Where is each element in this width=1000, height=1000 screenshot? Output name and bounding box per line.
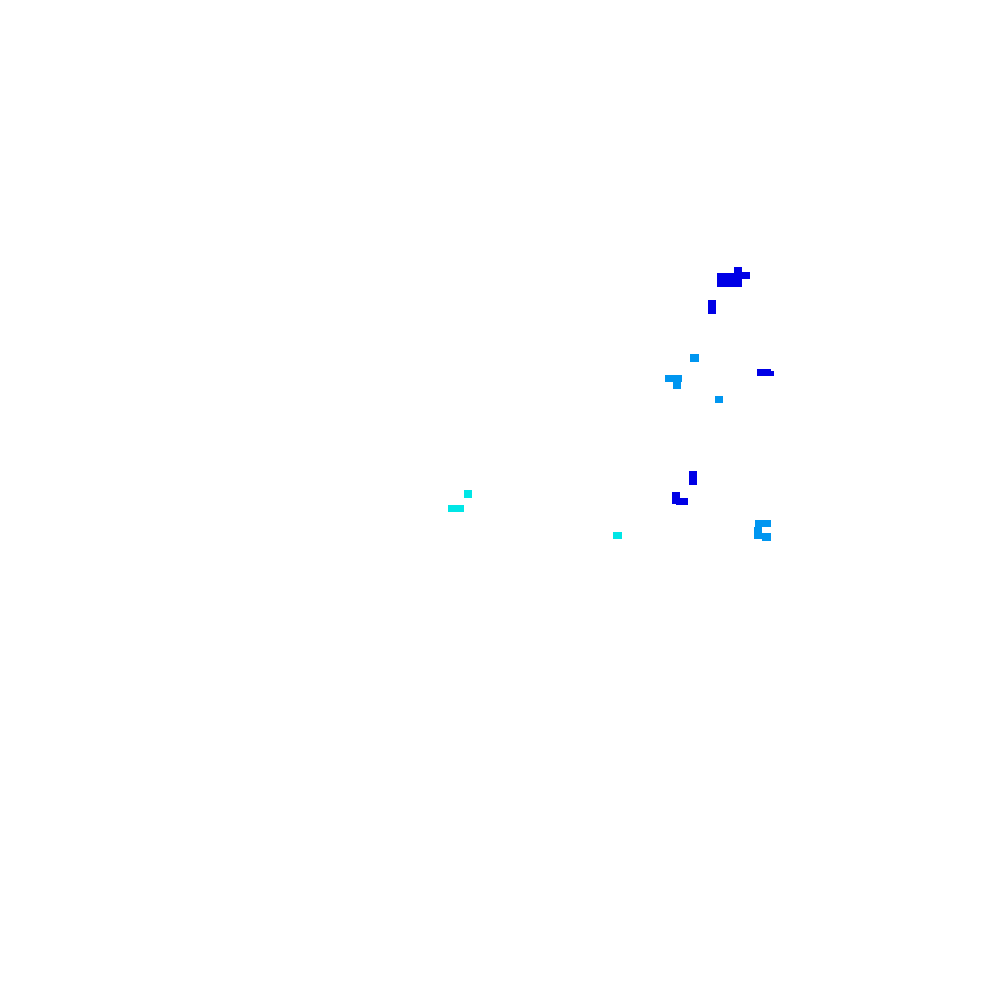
cluster-bar-upper — [708, 300, 716, 314]
blob-light-mid-pixel-1 — [673, 380, 681, 389]
cluster-blob-lower — [672, 492, 688, 505]
blob-light-bottom-pixel-2 — [762, 533, 771, 541]
dash-right-pixel-1 — [768, 371, 774, 376]
dot-light-2-pixel-0 — [715, 396, 723, 403]
blob-lower-pixel-1 — [676, 498, 688, 505]
cluster-bar-lower — [689, 471, 697, 485]
blob-top-pixel-2 — [740, 272, 750, 279]
cluster-dash-right — [757, 369, 774, 376]
cluster-dot-light-1 — [690, 354, 699, 362]
cluster-dash-cyan — [448, 505, 464, 512]
dot-cyan-2-pixel-0 — [613, 532, 622, 539]
blob-light-mid-pixel-0 — [665, 375, 682, 382]
dot-light-1-pixel-0 — [690, 354, 699, 362]
cluster-blob-light-mid — [665, 375, 682, 389]
dash-cyan-pixel-0 — [448, 505, 464, 512]
cluster-blob-light-bottom — [754, 520, 771, 541]
cluster-dot-cyan-1 — [464, 490, 472, 498]
bar-lower-pixel-0 — [689, 471, 697, 485]
cluster-dot-light-2 — [715, 396, 723, 403]
blob-top-pixel-0 — [717, 273, 742, 287]
blob-top-pixel-1 — [734, 267, 742, 275]
dash-right-pixel-0 — [757, 369, 771, 376]
bar-upper-pixel-0 — [708, 300, 716, 314]
cluster-blob-top — [717, 267, 750, 287]
dot-cyan-1-pixel-0 — [464, 490, 472, 498]
blob-light-bottom-pixel-1 — [754, 527, 762, 539]
blob-light-bottom-pixel-0 — [755, 520, 771, 527]
cluster-dot-cyan-2 — [613, 532, 622, 539]
